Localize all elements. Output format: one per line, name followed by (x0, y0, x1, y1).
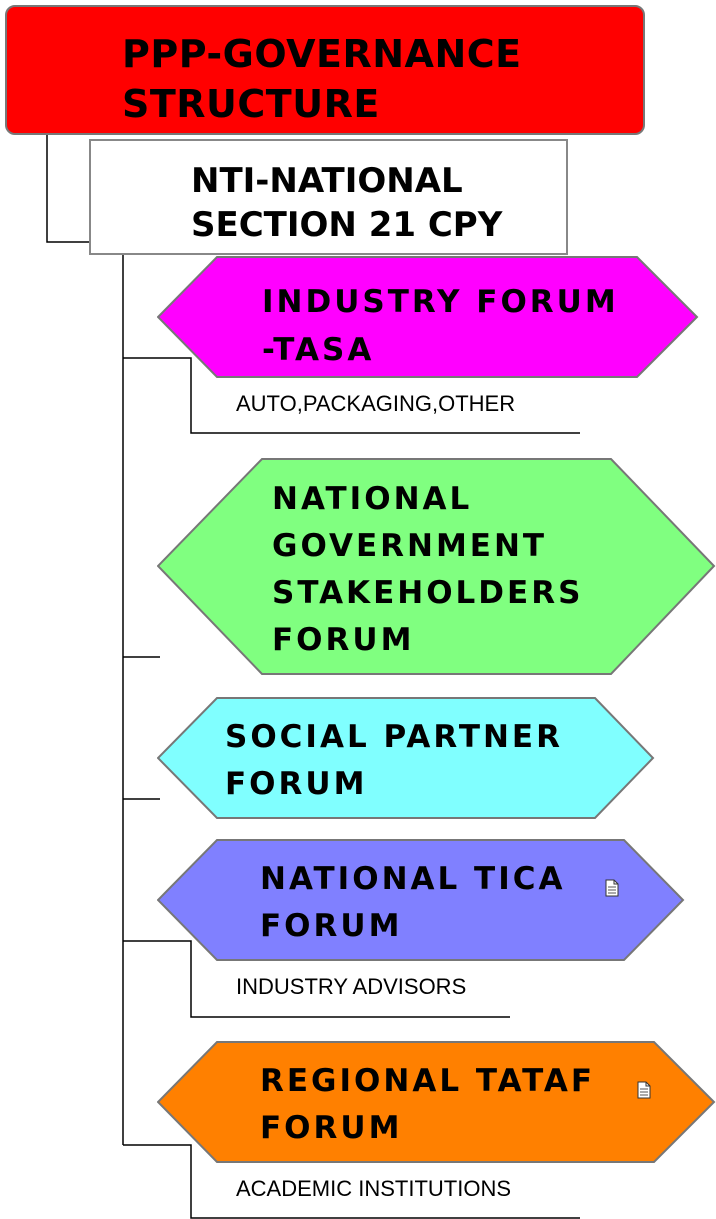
industry-forum-line-1: INDUSTRY FORUM (262, 284, 619, 320)
title-line-2: STRUCTURE (122, 82, 380, 126)
social-partner-forum-line-2: FORUM (225, 766, 368, 802)
tataf-forum-shape (157, 1041, 716, 1163)
tica-forum-shape (157, 839, 685, 961)
title-text: PPP-GOVERNANCE STRUCTURE (122, 29, 522, 129)
tica-forum-members: INDUSTRY ADVISORS (236, 974, 467, 999)
nti-line-2: SECTION 21 CPY (191, 205, 503, 245)
tica-forum-label: NATIONAL TICA FORUM (260, 856, 565, 950)
tataf-forum-line-2: FORUM (260, 1110, 403, 1146)
government-forum-label: NATIONAL GOVERNMENT STAKEHOLDERS FORUM (272, 476, 583, 664)
government-forum-line-1: NATIONAL (272, 481, 473, 517)
industry-forum-label: INDUSTRY FORUM -TASA (262, 278, 619, 374)
social-partner-forum-shape (157, 697, 655, 819)
social-partner-forum-line-1: SOCIAL PARTNER (225, 719, 563, 755)
social-partner-forum-node: SOCIAL PARTNER FORUM (157, 697, 655, 819)
title-line-1: PPP-GOVERNANCE (122, 32, 522, 76)
tataf-forum-label: REGIONAL TATAF FORUM (260, 1058, 595, 1152)
government-forum-line-2: GOVERNMENT (272, 528, 548, 564)
social-partner-forum-label: SOCIAL PARTNER FORUM (225, 714, 563, 808)
document-icon (637, 1081, 651, 1099)
industry-forum-members: AUTO,PACKAGING,OTHER (236, 391, 516, 416)
government-forum-line-4: FORUM (272, 622, 415, 658)
tica-forum-line-2: FORUM (260, 908, 403, 944)
government-forum-line-3: STAKEHOLDERS (272, 575, 584, 611)
tica-forum-node: NATIONAL TICA FORUM (157, 839, 685, 961)
tataf-forum-node: REGIONAL TATAF FORUM (157, 1041, 716, 1163)
industry-forum-shape (157, 256, 699, 378)
tica-forum-line-1: NATIONAL TICA (260, 861, 566, 897)
industry-forum-node: INDUSTRY FORUM -TASA (157, 256, 699, 378)
tataf-forum-line-1: REGIONAL TATAF (260, 1063, 596, 1099)
tataf-forum-members: ACADEMIC INSTITUTIONS (236, 1176, 512, 1201)
nti-line-1: NTI-NATIONAL (191, 161, 463, 201)
document-icon (605, 879, 619, 897)
title-node: PPP-GOVERNANCE STRUCTURE (5, 5, 645, 135)
government-forum-shape (157, 458, 716, 675)
industry-forum-line-2: -TASA (262, 332, 375, 368)
nti-node: NTI-NATIONAL SECTION 21 CPY (89, 139, 568, 255)
nti-text: NTI-NATIONAL SECTION 21 CPY (191, 159, 502, 247)
government-forum-node: NATIONAL GOVERNMENT STAKEHOLDERS FORUM (157, 458, 716, 675)
